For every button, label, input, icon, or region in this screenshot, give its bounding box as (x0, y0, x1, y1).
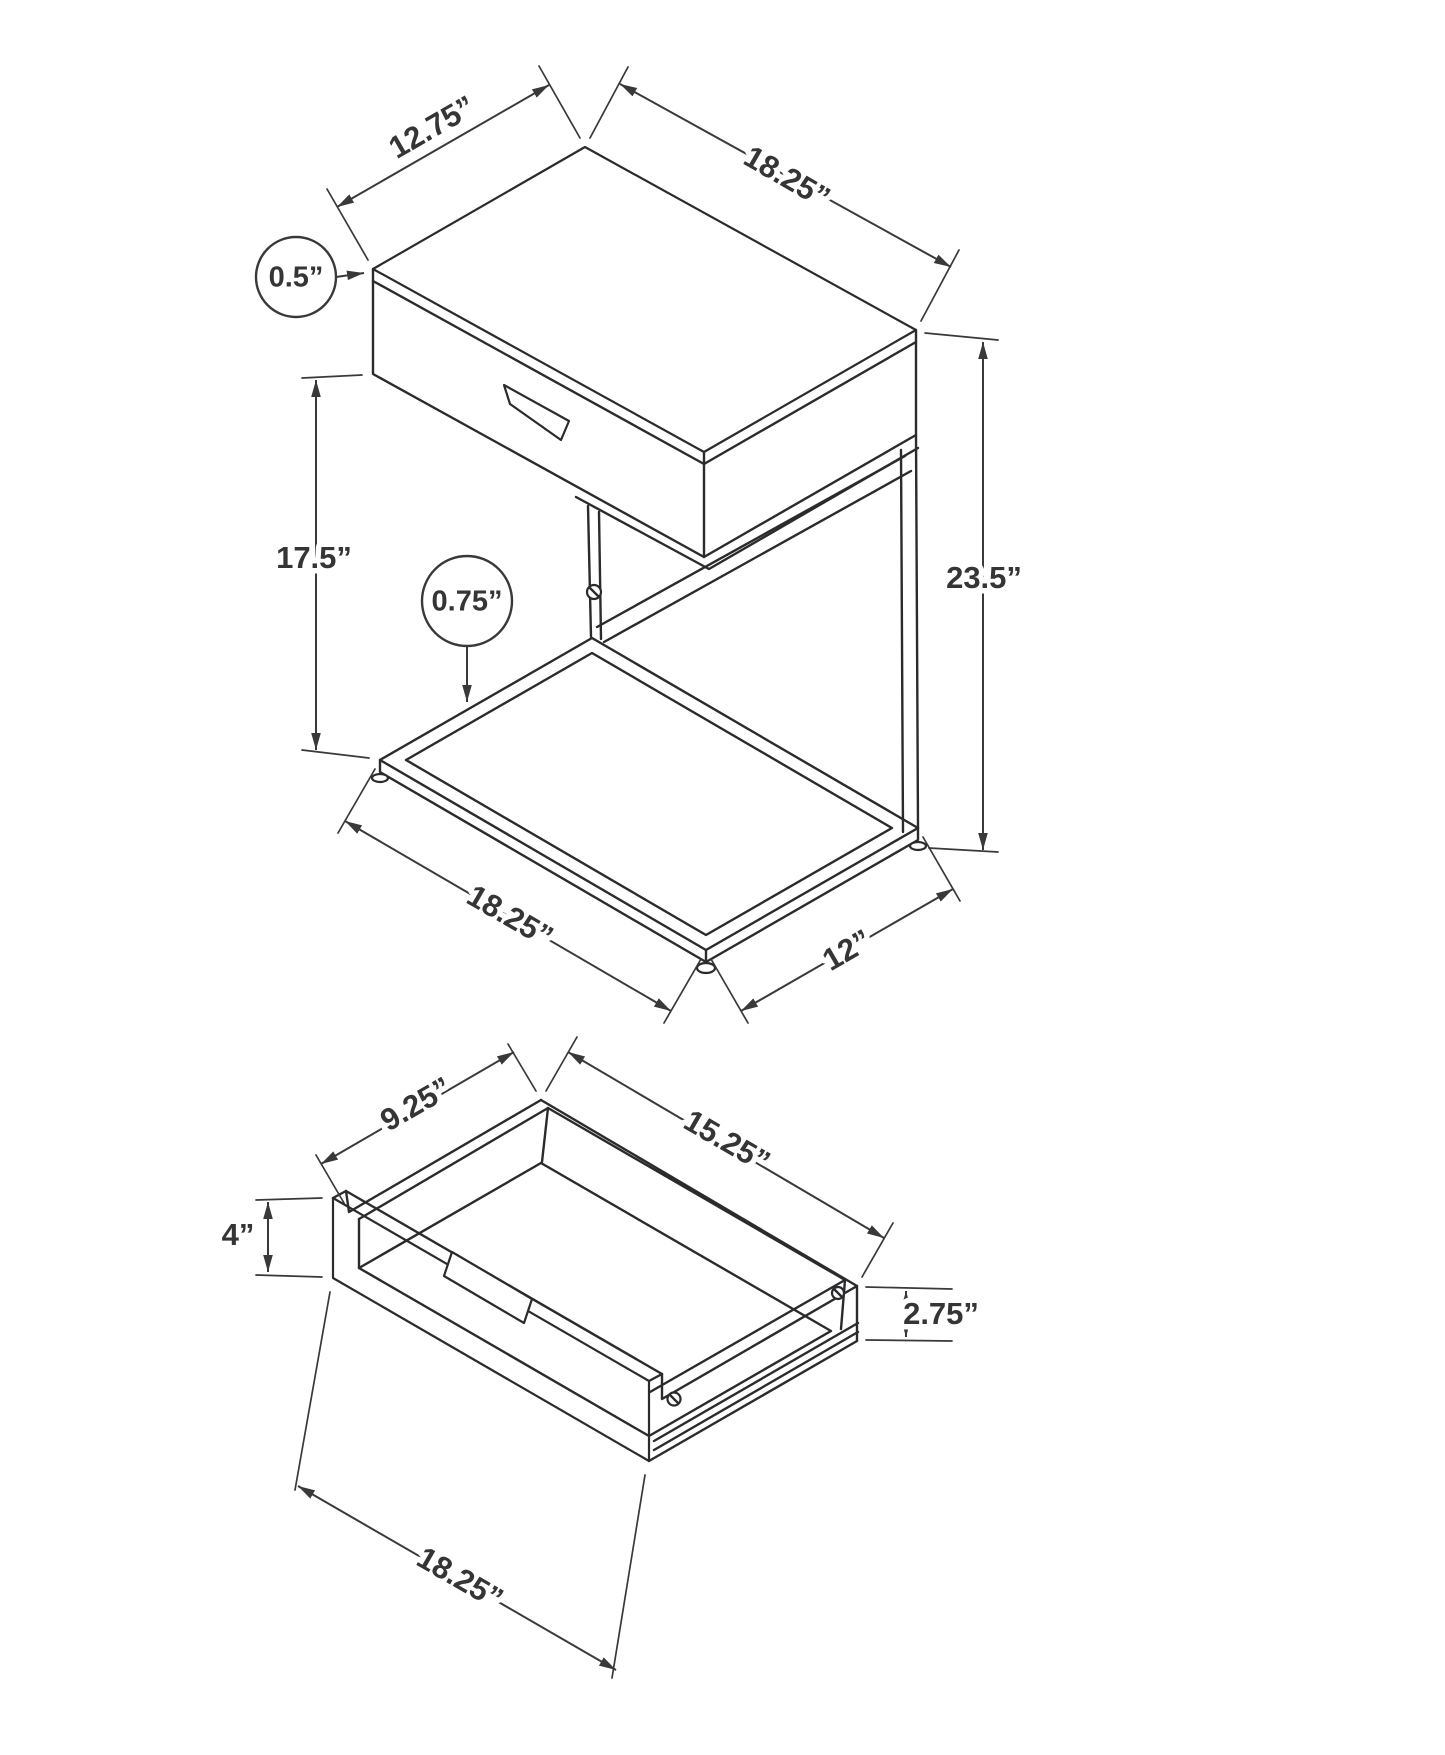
dim-inner-width: 15.25” (545, 1036, 894, 1278)
table-foot (695, 961, 717, 975)
dim-label-overall-height: 23.5” (946, 560, 1022, 595)
box-front-face (371, 267, 706, 559)
dim-label-inner-depth: 9.25” (374, 1070, 457, 1138)
box-top-face (371, 145, 918, 454)
dimension-line (567, 1051, 885, 1239)
dim-label-open-height: 17.5” (276, 540, 352, 575)
dim-label-front-length: 18.25” (411, 1540, 509, 1617)
dim-overall-height: 23.5” (924, 332, 1027, 853)
table-base (370, 636, 928, 975)
base-outer-rim (378, 636, 920, 952)
drawer-right-side (647, 1278, 859, 1463)
dim-open-height: 17.5” (271, 374, 370, 759)
dim-label-frame-thickness: 0.75” (432, 586, 503, 618)
drawer-body (331, 1098, 860, 1463)
dim-base-length: 18.25” (337, 768, 702, 1024)
frame-top-rail (574, 446, 920, 571)
dim-label-front-height: 4” (222, 1217, 255, 1252)
dimension-line (297, 1485, 617, 1671)
frame-diagonal-brace (595, 454, 913, 644)
base-thickness-edges (378, 758, 920, 964)
callout-circle (420, 554, 514, 648)
dim-label-base-depth: 12” (816, 922, 877, 977)
callout-circle (254, 235, 338, 319)
extension-line (255, 1197, 323, 1278)
dim-label-inner-width: 15.25” (678, 1103, 776, 1180)
frame-back-left-post (586, 504, 603, 641)
extension-line (589, 66, 960, 322)
drawer-view: 9.25” 15.25” 4” 2.75” 18.25” (216, 1036, 984, 1679)
frame-right-post (899, 433, 920, 834)
extension-line (294, 1291, 646, 1679)
box-right-face (702, 328, 918, 559)
dimension-line (619, 83, 952, 268)
dimension-line (320, 1051, 515, 1165)
screw-slot-icon (832, 1287, 844, 1299)
table-top-box (371, 145, 918, 559)
dimension-line (740, 888, 954, 1012)
extension-line (545, 1036, 894, 1278)
dim-front-height: 4” (216, 1197, 323, 1278)
extension-line (301, 374, 370, 759)
table-frame (574, 433, 920, 834)
extension-line (710, 836, 961, 1024)
extension-line (865, 1286, 953, 1342)
dim-side-height: 2.75” (865, 1286, 984, 1342)
extension-line (924, 332, 999, 853)
dimension-line (336, 84, 550, 208)
dim-label-top-width: 18.25” (738, 139, 836, 216)
table-foot (370, 772, 390, 784)
extension-line (326, 65, 581, 261)
table-foot (908, 840, 928, 852)
dimension-line (344, 820, 672, 1012)
dim-frame-thickness: 0.75” (420, 554, 514, 702)
dim-label-top-depth: 12.75” (383, 89, 481, 166)
drawer-handle-notch (442, 1250, 534, 1325)
dim-label-top-thickness: 0.5” (269, 262, 324, 294)
drawer-front-face (331, 1196, 651, 1463)
drawer-slide-rail (652, 1321, 860, 1452)
dim-label-side-height: 2.75” (903, 1296, 979, 1331)
box-top-slab-edge (371, 279, 918, 466)
screw-slot-icon (588, 586, 600, 598)
leader-line (335, 270, 365, 281)
drawer-inner-bottom (357, 1161, 833, 1438)
extension-line (337, 768, 702, 1024)
dim-label-base-length: 18.25” (461, 878, 559, 955)
drawer-handle-notch (502, 383, 571, 442)
dim-base-depth: 12” (710, 836, 961, 1024)
table-view: 12.75” 18.25” 0.5” 17.5” 0.75” 23.5” (254, 65, 1027, 1024)
dim-top-thickness: 0.5” (254, 235, 365, 319)
screw-slot-icon (668, 1393, 680, 1405)
